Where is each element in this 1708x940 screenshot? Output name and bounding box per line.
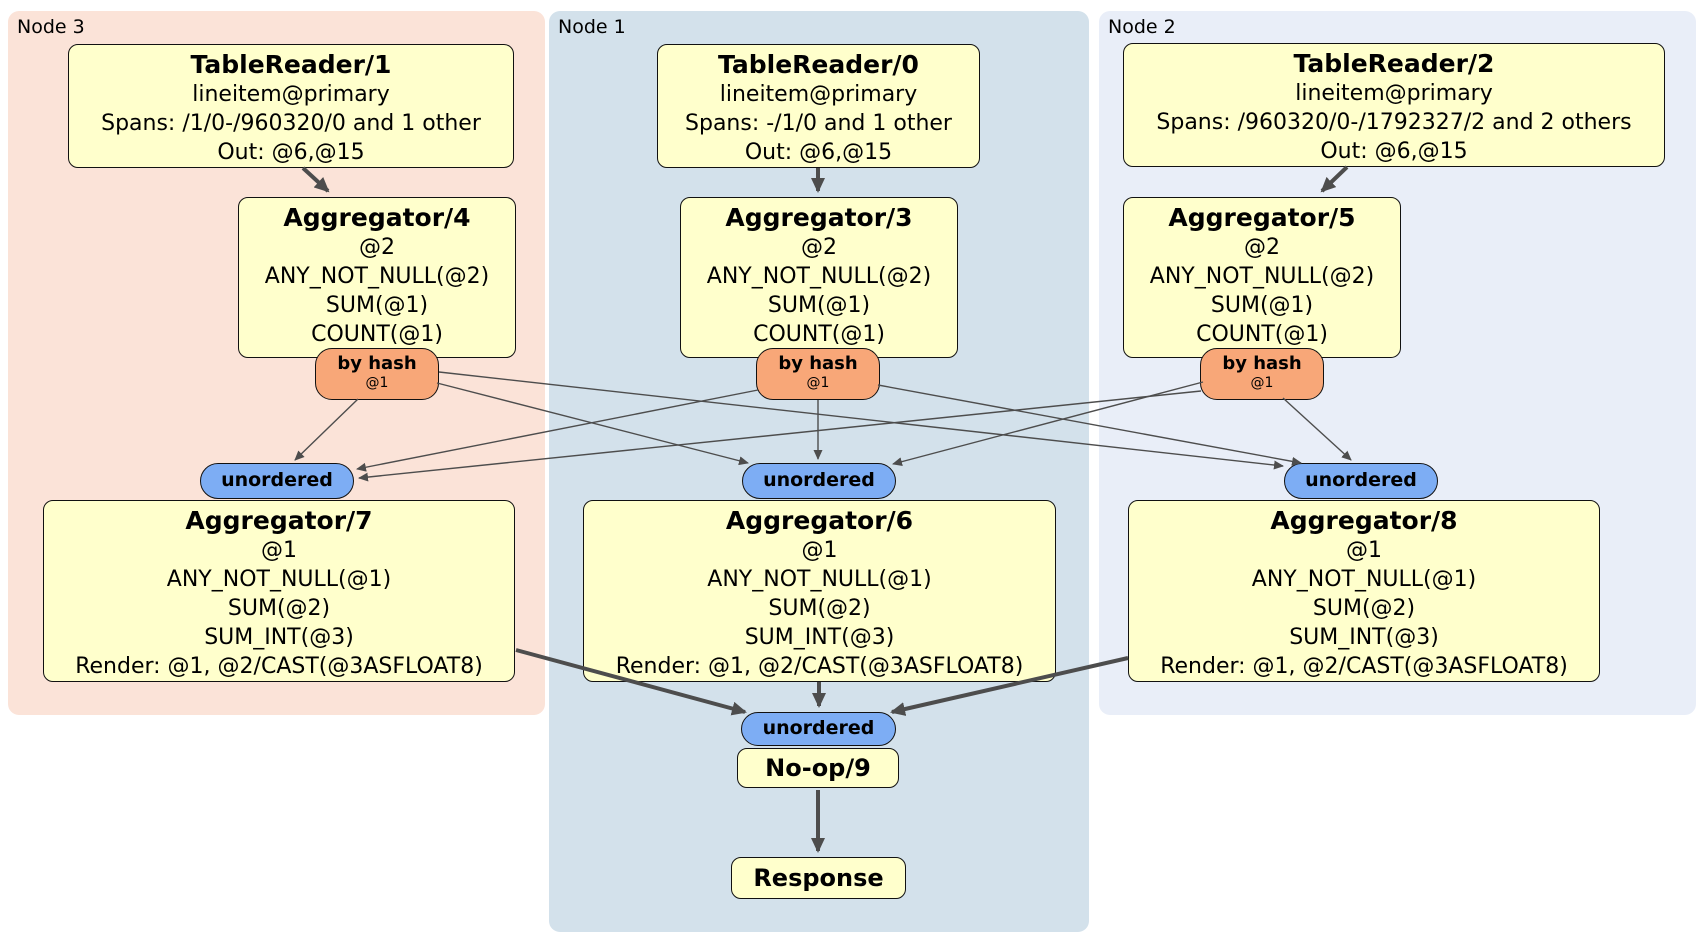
hash-router-label: by hash <box>778 353 858 374</box>
node1-label: Node 1 <box>558 16 626 38</box>
hash-router-node1: by hash @1 <box>756 348 880 400</box>
unordered-sync-node3: unordered <box>200 463 354 499</box>
processor-detail-line: Out: @6,@15 <box>744 140 893 165</box>
hash-router-node2: by hash @1 <box>1200 348 1324 400</box>
node3-label: Node 3 <box>17 16 85 38</box>
processor-detail-line: SUM_INT(@3) <box>744 625 895 650</box>
processor-detail-line: @2 <box>359 235 395 260</box>
aggregator-6-box: Aggregator/6 @1 ANY_NOT_NULL(@1) SUM(@2)… <box>583 500 1056 682</box>
processor-detail-line: lineitem@primary <box>719 82 918 107</box>
processor-detail-line: SUM(@1) <box>1210 293 1314 318</box>
processor-detail-line: COUNT(@1) <box>753 322 885 347</box>
processor-title: Aggregator/7 <box>185 506 373 535</box>
aggregator-7-box: Aggregator/7 @1 ANY_NOT_NULL(@1) SUM(@2)… <box>43 500 515 682</box>
tablereader-0-box: TableReader/0 lineitem@primary Spans: -/… <box>657 44 980 168</box>
processor-detail-line: SUM_INT(@3) <box>204 625 354 650</box>
response-box: Response <box>731 857 906 899</box>
processor-detail-line: Render: @1, @2/CAST(@3ASFLOAT8) <box>1160 654 1568 679</box>
processor-title: TableReader/0 <box>718 50 919 79</box>
processor-detail-line: COUNT(@1) <box>1196 322 1328 347</box>
processor-detail-line: lineitem@primary <box>192 82 390 107</box>
tablereader-1-box: TableReader/1 lineitem@primary Spans: /1… <box>68 44 514 168</box>
processor-detail-line: COUNT(@1) <box>311 322 443 347</box>
processor-detail-line: lineitem@primary <box>1295 81 1493 106</box>
node2-label: Node 2 <box>1108 16 1176 38</box>
processor-detail-line: Out: @6,@15 <box>217 140 365 165</box>
processor-detail-line: ANY_NOT_NULL(@2) <box>264 264 490 289</box>
processor-detail-line: @1 <box>1346 538 1382 563</box>
processor-detail-line: @1 <box>801 538 838 563</box>
processor-detail-line: SUM(@1) <box>767 293 871 318</box>
processor-title: Aggregator/6 <box>725 506 914 535</box>
aggregator-4-box: Aggregator/4 @2 ANY_NOT_NULL(@2) SUM(@1)… <box>238 197 516 358</box>
processor-title: Aggregator/3 <box>725 203 913 232</box>
processor-detail-line: Spans: /960320/0-/1792327/2 and 2 others <box>1156 110 1632 135</box>
processor-detail-line: ANY_NOT_NULL(@1) <box>166 567 392 592</box>
hash-router-label: by hash <box>337 353 417 374</box>
processor-title: Aggregator/5 <box>1168 203 1356 232</box>
processor-title: Response <box>753 864 884 892</box>
processor-title: Aggregator/4 <box>283 203 471 232</box>
processor-detail-line: Spans: /1/0-/960320/0 and 1 other <box>101 111 481 136</box>
hash-router-detail: @1 <box>1250 375 1274 391</box>
hash-router-detail: @1 <box>806 375 830 391</box>
unordered-sync-final: unordered <box>741 712 896 746</box>
unordered-sync-node1: unordered <box>742 463 896 499</box>
hash-router-label: by hash <box>1222 353 1302 374</box>
hash-router-node3: by hash @1 <box>315 348 439 400</box>
aggregator-5-box: Aggregator/5 @2 ANY_NOT_NULL(@2) SUM(@1)… <box>1123 197 1401 358</box>
processor-detail-line: @2 <box>1244 235 1280 260</box>
processor-detail-line: Render: @1, @2/CAST(@3ASFLOAT8) <box>615 654 1024 679</box>
aggregator-3-box: Aggregator/3 @2 ANY_NOT_NULL(@2) SUM(@1)… <box>680 197 958 358</box>
processor-detail-line: ANY_NOT_NULL(@2) <box>706 264 932 289</box>
processor-detail-line: Spans: -/1/0 and 1 other <box>685 111 952 136</box>
processor-title: No-op/9 <box>765 754 871 782</box>
processor-detail-line: SUM(@1) <box>325 293 429 318</box>
noop-9-box: No-op/9 <box>737 748 899 788</box>
processor-detail-line: SUM(@2) <box>1312 596 1416 621</box>
unordered-sync-node2: unordered <box>1284 463 1438 499</box>
processor-detail-line: SUM_INT(@3) <box>1289 625 1439 650</box>
hash-router-detail: @1 <box>365 375 389 391</box>
processor-detail-line: @1 <box>261 538 297 563</box>
processor-title: TableReader/2 <box>1293 49 1495 78</box>
processor-detail-line: ANY_NOT_NULL(@2) <box>1149 264 1375 289</box>
processor-title: TableReader/1 <box>190 50 392 79</box>
processor-detail-line: @2 <box>801 235 837 260</box>
processor-detail-line: ANY_NOT_NULL(@1) <box>707 567 932 592</box>
tablereader-2-box: TableReader/2 lineitem@primary Spans: /9… <box>1123 43 1665 167</box>
processor-detail-line: Out: @6,@15 <box>1320 139 1468 164</box>
aggregator-8-box: Aggregator/8 @1 ANY_NOT_NULL(@1) SUM(@2)… <box>1128 500 1600 682</box>
processor-detail-line: SUM(@2) <box>227 596 331 621</box>
processor-detail-line: Render: @1, @2/CAST(@3ASFLOAT8) <box>75 654 483 679</box>
processor-detail-line: ANY_NOT_NULL(@1) <box>1251 567 1477 592</box>
processor-detail-line: SUM(@2) <box>768 596 871 621</box>
processor-title: Aggregator/8 <box>1270 506 1458 535</box>
